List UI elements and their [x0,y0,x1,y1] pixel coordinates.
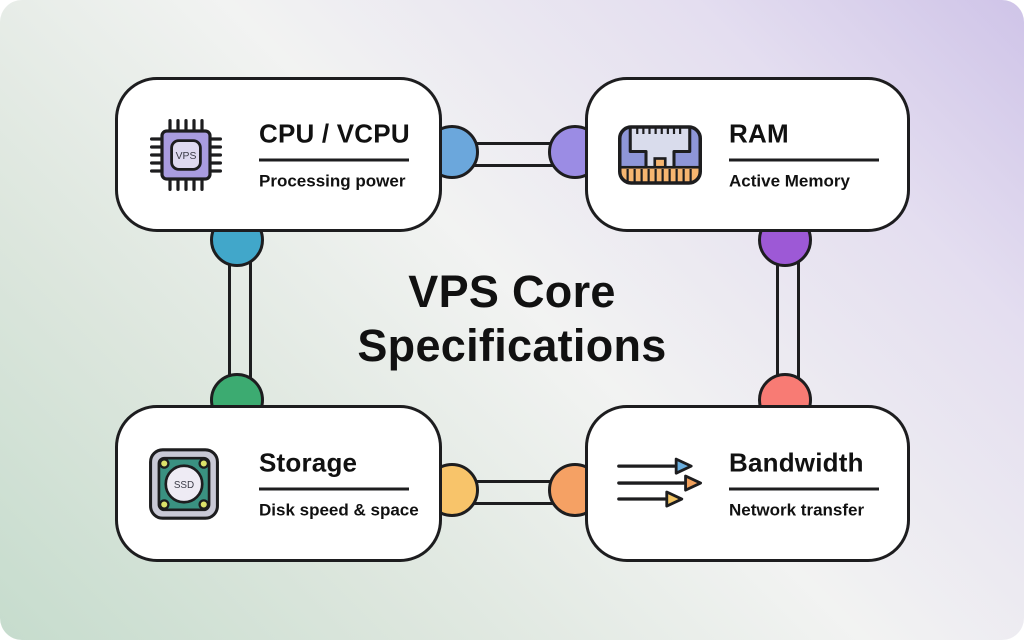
card-subtitle-ram: Active Memory [729,171,850,190]
card-ram: RAM Active Memory [585,77,910,232]
cpu-chip-icon: VPS [146,115,226,195]
card-divider [259,158,409,161]
card-divider [729,487,879,490]
page-title-line1: VPS Core [408,266,616,317]
ram-card-text: RAM Active Memory [729,118,879,191]
card-bandwidth: Bandwidth Network transfer [585,405,910,562]
card-title-cpu: CPU / VCPU [259,118,410,148]
ram-module-icon [616,120,704,190]
page-title-line2: Specifications [357,320,667,371]
card-subtitle-storage: Disk speed & space [259,500,419,519]
page-title: VPS Core Specifications [302,265,722,373]
storage-card-text: Storage Disk speed & space [259,447,419,520]
transfer-arrows-icon [616,454,710,514]
connector-pipe-cpu-storage [228,240,252,400]
card-divider [259,487,409,490]
ssd-icon-label: SSD [174,479,194,490]
ssd-drive-icon: SSD [146,445,222,523]
connector-pipe-storage-bandwidth [452,480,575,505]
card-title-bandwidth: Bandwidth [729,447,864,477]
cpu-card-text: CPU / VCPU Processing power [259,118,410,191]
connector-pipe-cpu-ram [452,142,575,167]
card-cpu: VPS CPU / VCPU Processing power [115,77,442,232]
card-storage: SSD Storage Disk speed & space [115,405,442,562]
connector-pipe-ram-bandwidth [776,240,800,400]
bandwidth-card-text: Bandwidth Network transfer [729,447,879,520]
card-title-ram: RAM [729,118,789,148]
card-title-storage: Storage [259,447,358,477]
cpu-icon-label: VPS [176,151,197,162]
card-divider [729,158,879,161]
card-subtitle-bandwidth: Network transfer [729,500,865,519]
card-subtitle-cpu: Processing power [259,171,406,190]
